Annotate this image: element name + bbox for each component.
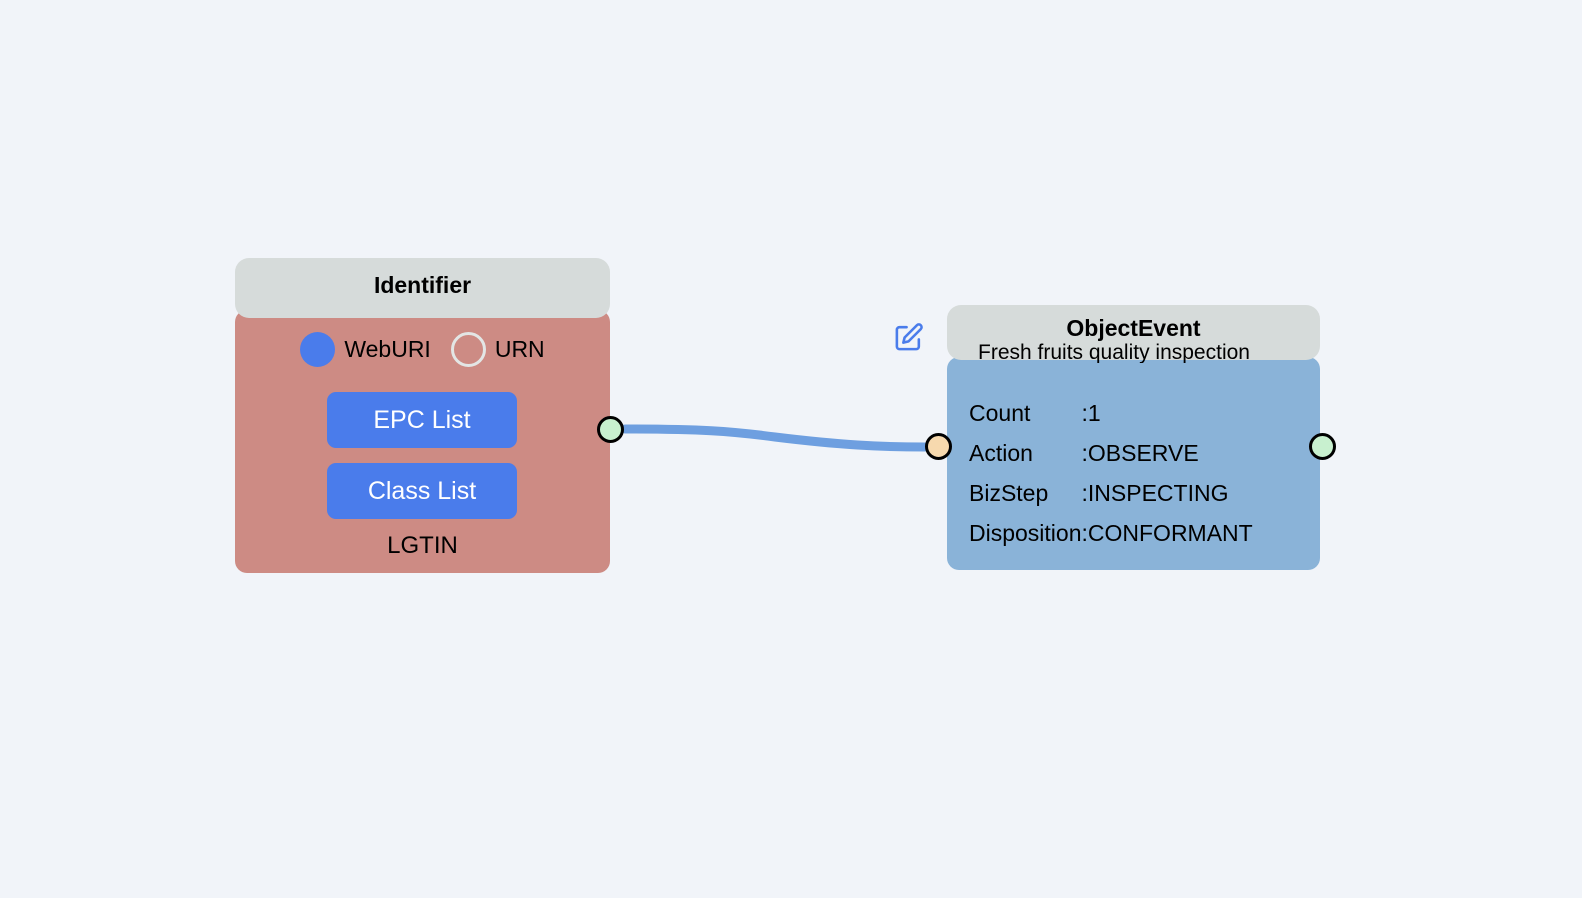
objectevent-node-body[interactable]: [947, 357, 1320, 570]
radio-unselected-icon[interactable]: [450, 332, 486, 367]
identifier-node-header[interactable]: Identifier: [235, 258, 610, 318]
objectevent-node-title: ObjectEvent: [1066, 315, 1201, 341]
attr-separator: :: [1081, 519, 1088, 546]
class-list-button[interactable]: Class List: [327, 463, 517, 519]
objectevent-attributes-table: Count : 1 Action : OBSERVE BizStep : INS…: [969, 393, 1253, 553]
attr-key-count: Count: [969, 399, 1031, 426]
attr-separator: :: [1081, 479, 1088, 506]
attr-separator: :: [1081, 399, 1088, 426]
attr-key-disposition: Disposition: [969, 519, 1082, 546]
objectevent-node-header[interactable]: ObjectEvent Fresh fruits quality inspect…: [947, 305, 1320, 363]
table-row: Count : 1: [969, 393, 1253, 433]
identifier-node-title: Identifier: [373, 272, 472, 298]
attr-value-count: 1: [1087, 399, 1101, 426]
epc-list-button[interactable]: EPC List: [327, 392, 517, 448]
objectevent-node-subtitle: Fresh fruits quality inspection: [978, 342, 1250, 363]
identifier-type-label: LGTIN: [387, 532, 458, 559]
radio-label-urn: URN: [494, 336, 545, 362]
identifier-format-radio-group[interactable]: WebURI URN: [235, 332, 610, 367]
table-row: Action : OBSERVE: [969, 433, 1253, 473]
edge-identifier-to-objectevent[interactable]: [620, 424, 930, 452]
attr-key-bizstep: BizStep: [969, 479, 1049, 506]
handle-objectevent-right[interactable]: [1309, 433, 1336, 460]
attr-value-disposition: CONFORMANT: [1087, 519, 1253, 546]
table-row: BizStep : INSPECTING: [969, 473, 1253, 513]
radio-option-weburi[interactable]: WebURI: [300, 332, 431, 367]
edit-pencil-icon[interactable]: [893, 322, 924, 353]
attr-key-action: Action: [969, 439, 1033, 466]
handle-objectevent-left[interactable]: [925, 433, 952, 460]
table-row: Disposition : CONFORMANT: [969, 513, 1253, 553]
handle-identifier-right[interactable]: [597, 416, 624, 443]
attr-value-bizstep: INSPECTING: [1087, 479, 1229, 506]
attr-value-action: OBSERVE: [1087, 439, 1199, 466]
radio-label-weburi: WebURI: [344, 336, 431, 362]
radio-selected-icon[interactable]: [300, 332, 336, 367]
radio-option-urn[interactable]: URN: [450, 332, 545, 367]
attr-separator: :: [1081, 439, 1088, 466]
